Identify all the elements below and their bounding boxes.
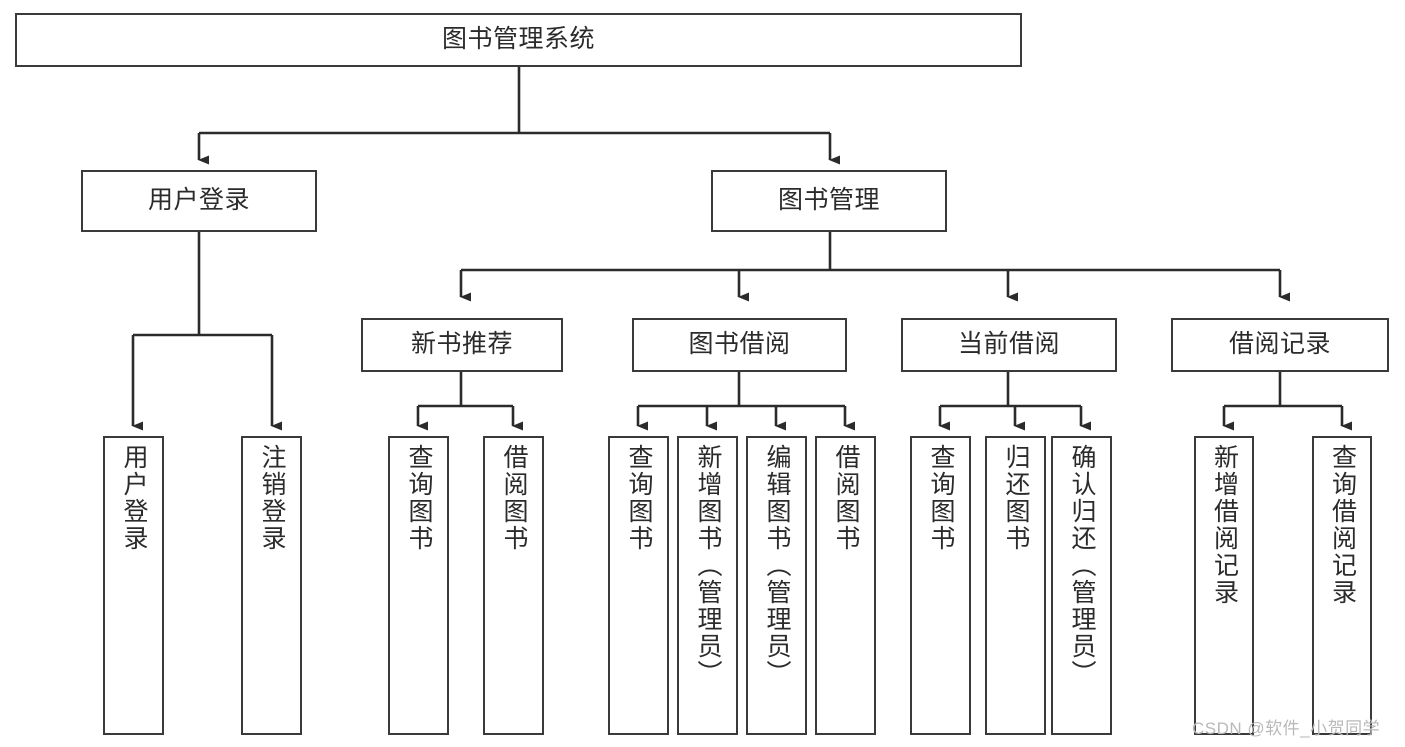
- node-root-system[interactable]: 图书管理系统: [15, 13, 1022, 67]
- node-leaf-logout-login[interactable]: 注销登录: [241, 436, 302, 735]
- node-label: 新增借阅记录: [1210, 444, 1239, 606]
- node-label: 图书借阅: [688, 330, 791, 359]
- node-label: 确认归还（管理员）: [1068, 444, 1096, 687]
- node-label: 注销登录: [258, 444, 286, 552]
- node-label: 编辑图书（管理员）: [763, 444, 791, 687]
- node-leaf-query-book-3[interactable]: 查询图书: [910, 436, 971, 735]
- node-borrow-record[interactable]: 借阅记录: [1171, 318, 1389, 372]
- watermark-text: CSDN @软件_小贺同学: [1192, 719, 1381, 738]
- node-leaf-return-book[interactable]: 归还图书: [985, 436, 1046, 735]
- node-leaf-query-book-1[interactable]: 查询图书: [388, 436, 449, 735]
- node-label: 新增图书（管理员）: [694, 444, 722, 687]
- node-label: 图书管理系统: [441, 25, 595, 54]
- node-label: 借阅图书: [500, 444, 528, 552]
- node-label: 借阅图书: [832, 444, 860, 552]
- node-book-manage[interactable]: 图书管理: [711, 170, 947, 232]
- node-label: 查询借阅记录: [1328, 444, 1357, 606]
- node-label: 借阅记录: [1228, 330, 1331, 359]
- node-current-borrow[interactable]: 当前借阅: [901, 318, 1117, 372]
- node-leaf-user-login[interactable]: 用户登录: [103, 436, 164, 735]
- node-new-book-recommend[interactable]: 新书推荐: [361, 318, 563, 372]
- node-leaf-borrow-book-1[interactable]: 借阅图书: [483, 436, 544, 735]
- node-label: 归还图书: [1002, 444, 1030, 552]
- node-leaf-query-book-2[interactable]: 查询图书: [608, 436, 669, 735]
- node-user-login[interactable]: 用户登录: [81, 170, 317, 232]
- node-leaf-add-book[interactable]: 新增图书（管理员）: [677, 436, 738, 735]
- node-leaf-confirm-return[interactable]: 确认归还（管理员）: [1051, 436, 1112, 735]
- node-label: 查询图书: [625, 444, 653, 552]
- node-book-borrow[interactable]: 图书借阅: [632, 318, 847, 372]
- node-leaf-borrow-book-2[interactable]: 借阅图书: [815, 436, 876, 735]
- node-label: 用户登录: [147, 186, 250, 215]
- node-label: 查询图书: [927, 444, 955, 552]
- node-leaf-add-borrow-record[interactable]: 新增借阅记录: [1194, 436, 1254, 735]
- node-label: 用户登录: [120, 444, 148, 552]
- node-label: 新书推荐: [410, 330, 513, 359]
- node-label: 当前借阅: [957, 330, 1060, 359]
- node-leaf-query-borrow-record[interactable]: 查询借阅记录: [1312, 436, 1372, 735]
- node-label: 查询图书: [405, 444, 433, 552]
- node-leaf-edit-book[interactable]: 编辑图书（管理员）: [746, 436, 807, 735]
- node-label: 图书管理: [777, 186, 880, 215]
